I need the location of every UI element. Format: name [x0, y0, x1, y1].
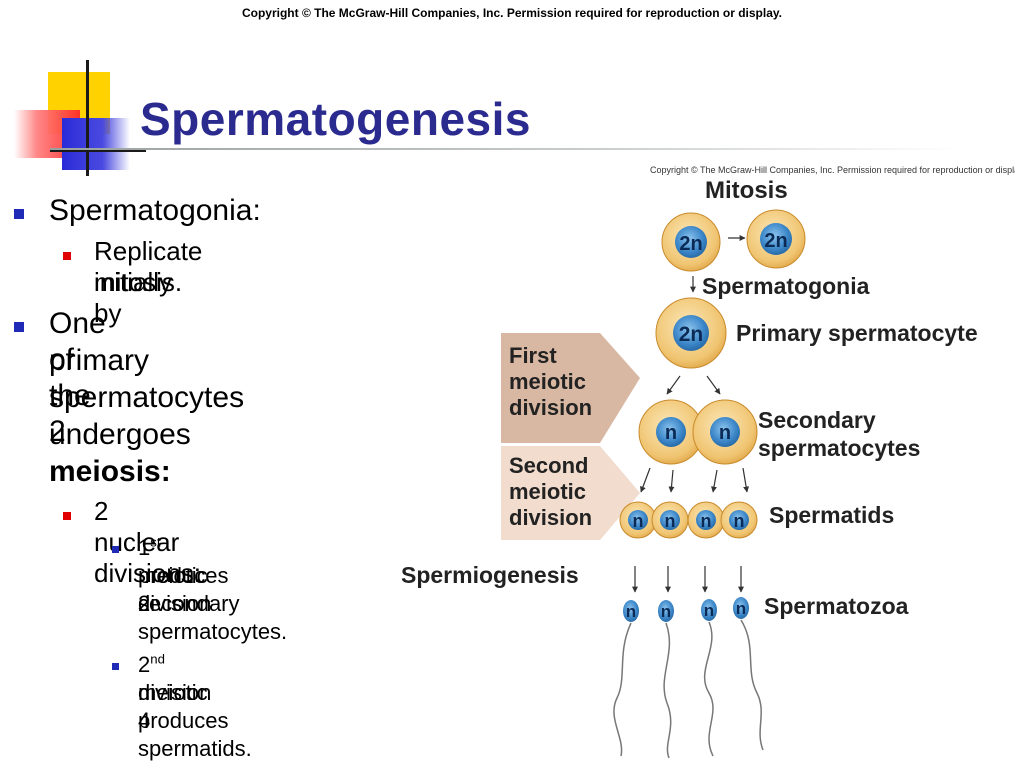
- arrow-to-spermatid-3: [711, 469, 718, 493]
- label-secondary-line2: spermatocytes: [758, 435, 920, 461]
- svg-text:n: n: [736, 599, 746, 618]
- svg-text:meiotic: meiotic: [509, 479, 586, 504]
- sub-bullet-square-icon: [63, 252, 71, 260]
- slide-title: Spermatogenesis: [140, 93, 531, 145]
- arrow-to-spermatid-2: [668, 469, 675, 493]
- svg-text:meiotic: meiotic: [509, 369, 586, 394]
- label-secondary-line1: Secondary: [758, 407, 876, 433]
- svg-text:n: n: [665, 422, 677, 444]
- bullet-square-icon: [14, 322, 24, 332]
- first-division-line2: produces 2: [138, 563, 229, 616]
- first-division-line1: 1st meiotic division: [138, 534, 212, 616]
- svg-text:n: n: [704, 601, 714, 620]
- svg-text:First: First: [509, 343, 557, 368]
- svg-text:n: n: [734, 511, 745, 531]
- spermatid-cells: n n n n: [619, 501, 758, 539]
- sub-bullet-replicate-line2: mitosis.: [94, 267, 183, 297]
- bullet-meiosis-line2: primary: [49, 344, 150, 377]
- spermatogonium-cell-right: 2n: [746, 209, 806, 269]
- sub-sub-bullet-square-icon: [112, 663, 119, 670]
- title-divider: [50, 148, 960, 150]
- label-spermatogonia: Spermatogonia: [702, 273, 870, 299]
- svg-text:2n: 2n: [679, 323, 704, 346]
- arrow-to-spermatid-4: [742, 467, 750, 493]
- copyright-notice: Copyright © The McGraw-Hill Companies, I…: [241, 6, 783, 20]
- arrow-primary-right: [706, 375, 721, 395]
- svg-text:n: n: [665, 511, 676, 531]
- svg-text:2n: 2n: [764, 230, 787, 252]
- svg-text:Second: Second: [509, 453, 588, 478]
- svg-text:division: division: [509, 505, 592, 530]
- second-meiotic-division-arrow-box: Second meiotic division: [501, 446, 640, 540]
- bullet-square-icon: [14, 209, 24, 219]
- figure-copyright: Copyright © The McGraw-Hill Companies, I…: [650, 165, 1015, 175]
- bullet-meiosis-line3: spermatocytes: [49, 381, 245, 414]
- svg-text:n: n: [719, 422, 731, 444]
- spermatogonium-cell-left: 2n: [661, 212, 721, 272]
- second-division-line1: 2nd meiotic: [138, 651, 208, 705]
- label-primary-spermatocyte: Primary spermatocyte: [736, 320, 978, 346]
- svg-text:n: n: [701, 511, 712, 531]
- sub-bullet-square-icon: [63, 512, 71, 520]
- arrow-primary-left: [666, 375, 681, 395]
- bullet-meiosis-bold: meiosis:: [49, 455, 171, 488]
- label-spermiogenesis: Spermiogenesis: [401, 562, 579, 588]
- arrow-to-spermatid-1: [640, 467, 651, 493]
- first-division-line4: spermatocytes.: [138, 619, 288, 644]
- bullet-meiosis-line4: undergoes: [49, 418, 191, 451]
- spermatogenesis-diagram: Copyright © The McGraw-Hill Companies, I…: [401, 165, 1015, 759]
- svg-text:n: n: [661, 602, 671, 621]
- second-division-line2: division produces: [138, 680, 229, 733]
- sub-bullet-replicate-line1: Replicate initially by: [94, 236, 203, 328]
- label-spermatozoa: Spermatozoa: [764, 593, 909, 619]
- sub-sub-bullet-square-icon: [112, 546, 119, 553]
- secondary-spermatocyte-cells: n n: [638, 399, 758, 465]
- svg-text:n: n: [626, 602, 636, 621]
- sub-bullet-nuclear-divisions: 2 nuclear divisions:: [94, 496, 201, 588]
- spermatozoa: n n n n: [613, 597, 764, 759]
- label-mitosis: Mitosis: [705, 177, 788, 204]
- bullet-spermatogonia: Spermatogonia:: [49, 194, 261, 227]
- first-meiotic-division-arrow-box: First meiotic division: [501, 333, 640, 443]
- bullet-meiosis-line1: One of the 2: [49, 307, 106, 448]
- second-division-line3: 4 spermatids.: [138, 708, 252, 761]
- first-division-line3: secondary: [138, 591, 240, 616]
- svg-text:n: n: [633, 511, 644, 531]
- label-spermatids: Spermatids: [769, 502, 894, 528]
- primary-spermatocyte-cell: 2n: [655, 297, 727, 369]
- svg-text:division: division: [509, 395, 592, 420]
- svg-text:2n: 2n: [679, 233, 702, 255]
